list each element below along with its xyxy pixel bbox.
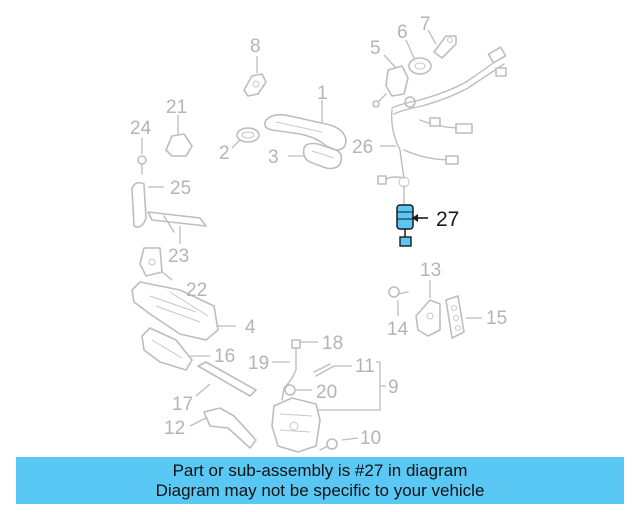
label-13: 13	[420, 260, 441, 281]
label-20: 20	[316, 382, 337, 403]
label-11: 11	[355, 356, 375, 377]
part-27-highlighted	[396, 185, 428, 247]
part-26	[377, 46, 507, 188]
label-1: 1	[317, 83, 328, 104]
part-21	[165, 115, 193, 157]
part-12	[189, 407, 257, 449]
label-7: 7	[420, 14, 431, 35]
banner-line-2: Diagram may not be specific to your vehi…	[155, 481, 485, 500]
part-10	[319, 437, 359, 451]
label-12: 12	[164, 418, 185, 439]
label-24: 24	[130, 118, 152, 139]
part-6	[405, 39, 432, 75]
part-1	[264, 100, 347, 151]
part-17	[195, 361, 257, 397]
label-26: 26	[352, 137, 373, 158]
part-23	[147, 211, 207, 244]
label-16: 16	[214, 346, 235, 367]
part-22	[139, 247, 173, 281]
part-13	[415, 280, 441, 337]
label-5: 5	[370, 38, 381, 59]
part-25	[131, 181, 164, 228]
label-14: 14	[387, 319, 409, 340]
label-8: 8	[250, 36, 261, 57]
label-4: 4	[245, 317, 256, 338]
label-22: 22	[186, 280, 207, 301]
label-10: 10	[360, 428, 381, 449]
part-18	[291, 339, 318, 349]
part-4	[131, 281, 236, 341]
label-25: 25	[170, 178, 191, 199]
part-24	[137, 138, 147, 175]
label-23: 23	[168, 246, 189, 267]
callout-labels: 1 2 3 4 5 6 7 8 9 10 11 12 13 14 15 16 1…	[130, 14, 507, 449]
parts-diagram: 1 2 3 4 5 6 7 8 9 10 11 12 13 14 15 16 1…	[130, 14, 507, 453]
part-5	[372, 54, 416, 108]
label-15: 15	[486, 308, 507, 329]
part-15	[445, 295, 482, 339]
part-19	[272, 347, 297, 401]
label-3: 3	[268, 147, 279, 168]
part-3	[288, 142, 343, 170]
label-2: 2	[219, 143, 230, 164]
part-7	[427, 29, 457, 59]
part-2	[231, 127, 260, 149]
part-9	[271, 361, 386, 453]
label-6: 6	[397, 22, 408, 43]
label-17: 17	[172, 394, 193, 415]
part-8	[243, 56, 267, 97]
label-19: 19	[248, 353, 269, 374]
part-27-connector	[399, 236, 412, 247]
label-27: 27	[436, 208, 459, 231]
label-18: 18	[322, 333, 343, 354]
part-20	[284, 384, 312, 396]
label-21: 21	[166, 97, 187, 118]
part-27-body	[396, 204, 414, 230]
part-14	[388, 286, 409, 316]
part-11	[313, 363, 352, 377]
label-9: 9	[388, 377, 399, 398]
banner-line-1: Part or sub-assembly is #27 in diagram	[172, 461, 468, 480]
part-16	[141, 327, 210, 371]
info-banner: Part or sub-assembly is #27 in diagram D…	[16, 457, 624, 504]
